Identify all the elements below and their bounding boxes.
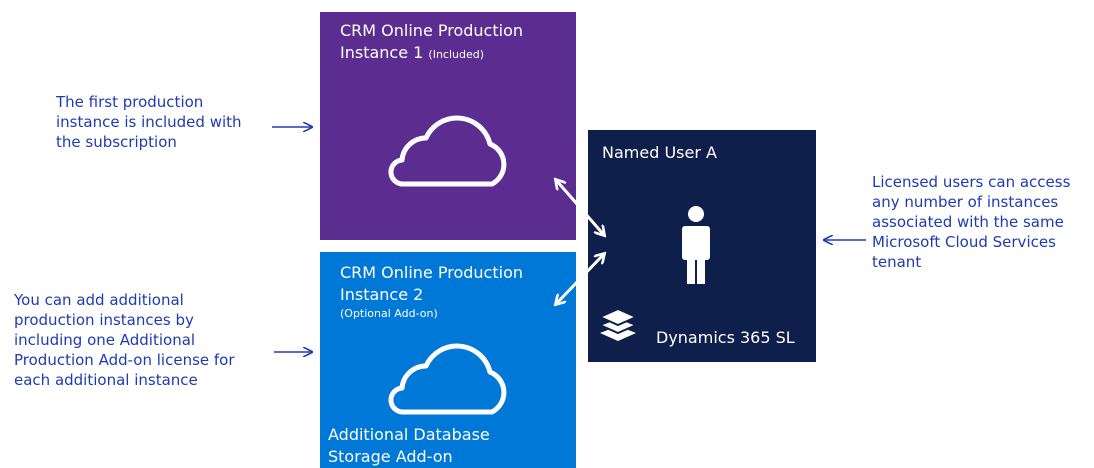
callout-line: Licensed users can access bbox=[872, 173, 1071, 191]
storage-line2: Storage Add-on bbox=[328, 447, 453, 466]
additional-instances-callout: You can add additional production instan… bbox=[14, 290, 284, 390]
callout-line: associated with the same bbox=[872, 213, 1064, 231]
access-arrow-instance-2 bbox=[556, 254, 604, 304]
layers-icon bbox=[598, 307, 638, 341]
instance-1-included-note: (Included) bbox=[428, 48, 485, 61]
database-storage-addon-label: Additional Database Storage Add-on bbox=[328, 424, 490, 468]
named-user-box: Named User A Dynamics 365 SL bbox=[588, 130, 816, 362]
named-user-title: Named User A bbox=[602, 143, 717, 162]
callout-line: any number of instances bbox=[872, 193, 1059, 211]
production-instance-2-box: CRM Online Production Instance 2 (Option… bbox=[320, 252, 576, 468]
cloud-icon bbox=[388, 115, 507, 187]
instance-2-title-line1: CRM Online Production bbox=[340, 263, 523, 282]
person-icon bbox=[682, 206, 710, 284]
production-instance-1-box: CRM Online Production Instance 1 (Includ… bbox=[320, 12, 576, 240]
access-arrow-instance-1 bbox=[556, 180, 604, 235]
callout-line: the subscription bbox=[56, 133, 177, 151]
instance-1-title-line1: CRM Online Production bbox=[340, 21, 523, 40]
callout-line: including one Additional bbox=[14, 331, 196, 349]
storage-line1: Additional Database bbox=[328, 425, 490, 444]
first-instance-callout: The first production instance is include… bbox=[56, 92, 256, 152]
callout-line: Production Add-on license for bbox=[14, 351, 235, 369]
callout-line: You can add additional bbox=[14, 291, 184, 309]
cloud-icon bbox=[388, 343, 507, 415]
callout-line: The first production bbox=[56, 93, 204, 111]
callout-line: tenant bbox=[872, 253, 922, 271]
callout-line: instance is included with bbox=[56, 113, 242, 131]
callout-line: each additional instance bbox=[14, 371, 198, 389]
callout-line: Microsoft Cloud Services bbox=[872, 233, 1056, 251]
instance-2-title: CRM Online Production Instance 2 bbox=[340, 262, 523, 306]
instance-2-optional-note: (Optional Add-on) bbox=[340, 307, 438, 320]
instance-1-title: CRM Online Production Instance 1 (Includ… bbox=[340, 20, 523, 66]
product-name: Dynamics 365 SL bbox=[656, 328, 795, 347]
instance-1-title-line2: Instance 1 bbox=[340, 43, 424, 62]
licensed-users-callout: Licensed users can access any number of … bbox=[872, 172, 1092, 272]
instance-2-title-line2: Instance 2 bbox=[340, 285, 424, 304]
callout-line: production instances by bbox=[14, 311, 194, 329]
